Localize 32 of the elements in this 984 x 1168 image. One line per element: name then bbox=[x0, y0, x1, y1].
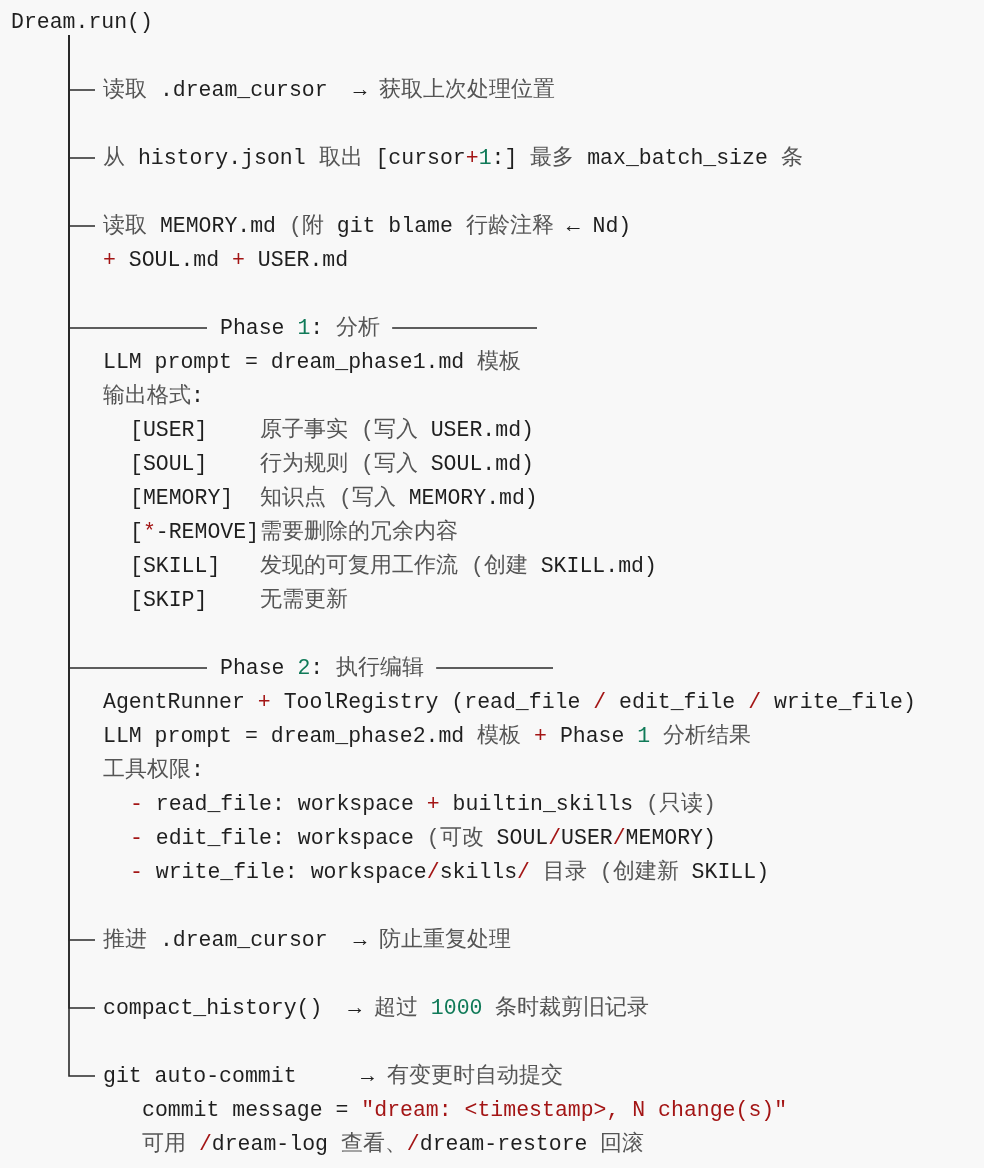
code-line: 输出格式: bbox=[103, 383, 204, 409]
code-line: 原子事实 (写入 USER.md) bbox=[260, 417, 534, 443]
code-line: 需要删除的冗余内容 bbox=[260, 519, 458, 545]
code-line: - read_file: workspace + builtin_skills (只读) bbox=[130, 791, 716, 817]
code-line: LLM prompt = dream_phase2.md 模板 + Phase 1 分析结果 bbox=[103, 723, 752, 749]
code-line: 知识点 (写入 MEMORY.md) bbox=[260, 485, 538, 511]
section-heading: Phase 1: 分析 bbox=[220, 315, 381, 341]
section-heading: Phase 2: 执行编辑 bbox=[220, 655, 425, 681]
code-line: 从 history.jsonl 取出 [cursor+1:] 最多 max_batch_size 条 bbox=[95, 145, 803, 171]
tag-label: [SOUL] bbox=[130, 451, 208, 477]
code-line: 发现的可复用工作流 (创建 SKILL.md) bbox=[260, 553, 657, 579]
code-line: compact_history() → 超过 1000 条时裁剪旧记录 bbox=[95, 995, 650, 1021]
code-line: 可用 /dream-log 查看、/dream-restore 回滚 bbox=[142, 1131, 645, 1157]
code-line: 无需更新 bbox=[260, 587, 348, 613]
tag-label: [SKIP] bbox=[130, 587, 208, 613]
tag-label: [USER] bbox=[130, 417, 208, 443]
code-line: 读取 .dream_cursor → 获取上次处理位置 bbox=[95, 77, 556, 103]
tag-label: [*-REMOVE] bbox=[130, 519, 260, 545]
code-line: + SOUL.md + USER.md bbox=[103, 247, 349, 273]
code-line: LLM prompt = dream_phase1.md 模板 bbox=[103, 349, 522, 375]
root-label: Dream.run() bbox=[11, 9, 153, 35]
code-line: - write_file: workspace/skills/ 目录 (创建新 SKILL) bbox=[130, 859, 770, 885]
code-line: git auto-commit → 有变更时自动提交 bbox=[103, 1063, 563, 1089]
code-line: 读取 MEMORY.md (附 git blame 行龄注释 ← Nd) bbox=[103, 213, 632, 239]
code-line: AgentRunner + ToolRegistry (read_file / edit_file / write_file) bbox=[103, 689, 916, 715]
code-line: - edit_file: workspace (可改 SOUL/USER/MEMORY) bbox=[130, 825, 716, 851]
code-line: commit message = "dream: <timestamp>, N change(s)" bbox=[142, 1097, 788, 1123]
tag-label: [MEMORY] bbox=[130, 485, 234, 511]
tag-label: [SKILL] bbox=[130, 553, 221, 579]
code-line: 行为规则 (写入 SOUL.md) bbox=[260, 451, 534, 477]
code-line: 工具权限: bbox=[103, 757, 204, 783]
code-line: 推进 .dream_cursor → 防止重复处理 bbox=[95, 927, 512, 953]
